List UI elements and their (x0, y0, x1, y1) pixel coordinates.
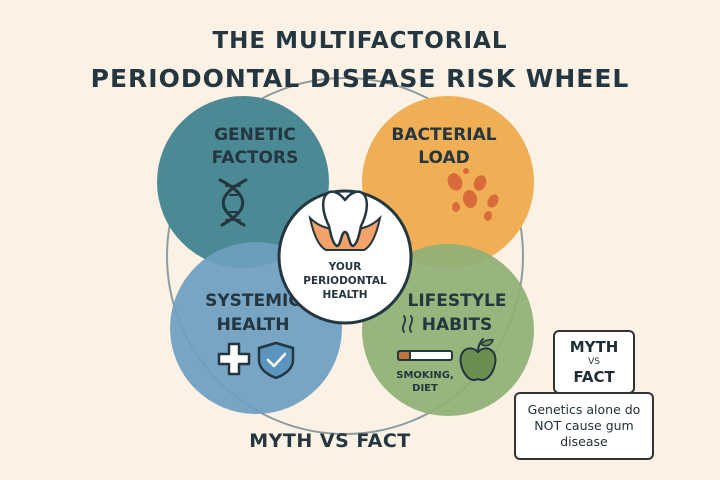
fact-callout: Genetics alone do NOT cause gum disease (514, 392, 654, 460)
shield-check-icon (257, 341, 295, 380)
vs-label: VS (588, 357, 600, 367)
lifestyle-sub-line2: DIET (412, 383, 438, 394)
page-title-line1: THE MULTIFACTORIAL (212, 28, 508, 54)
cigarette-icon (397, 315, 453, 361)
myth-vs-fact-badge: MYTH VS FACT (553, 330, 635, 394)
center-label-line2: PERIODONTAL (303, 275, 387, 287)
fact-callout-text: Genetics alone do NOT cause gum disease (527, 402, 641, 449)
bacterial-label-line1: BACTERIAL (391, 125, 496, 145)
medical-cross-icon (217, 342, 251, 376)
systemic-label-line1: SYSTEMIC (205, 291, 301, 311)
center-label-line3: HEALTH (323, 289, 368, 301)
myth-vs-fact-caption: MYTH VS FACT (249, 430, 411, 452)
lifestyle-label-line2: HABITS (422, 315, 493, 335)
myth-label: MYTH (569, 338, 619, 356)
genetic-label-line1: GENETIC (214, 125, 296, 145)
apple-icon (459, 338, 497, 381)
bacteria-icon (447, 168, 499, 221)
outer-ring (166, 77, 524, 435)
dna-icon (218, 178, 248, 227)
tooth-icon (308, 190, 382, 251)
bacterial-label-line2: LOAD (418, 148, 470, 168)
lifestyle-sub-line1: SMOKING, (396, 370, 454, 381)
page-title-line2: PERIODONTAL DISEASE RISK WHEEL (90, 64, 630, 93)
center-label-line1: YOUR (328, 261, 362, 273)
genetic-label-line2: FACTORS (212, 148, 299, 168)
systemic-label-line2: HEALTH (217, 315, 290, 335)
fact-label: FACT (573, 368, 615, 386)
lifestyle-label-line1: LIFESTYLE (408, 291, 507, 311)
